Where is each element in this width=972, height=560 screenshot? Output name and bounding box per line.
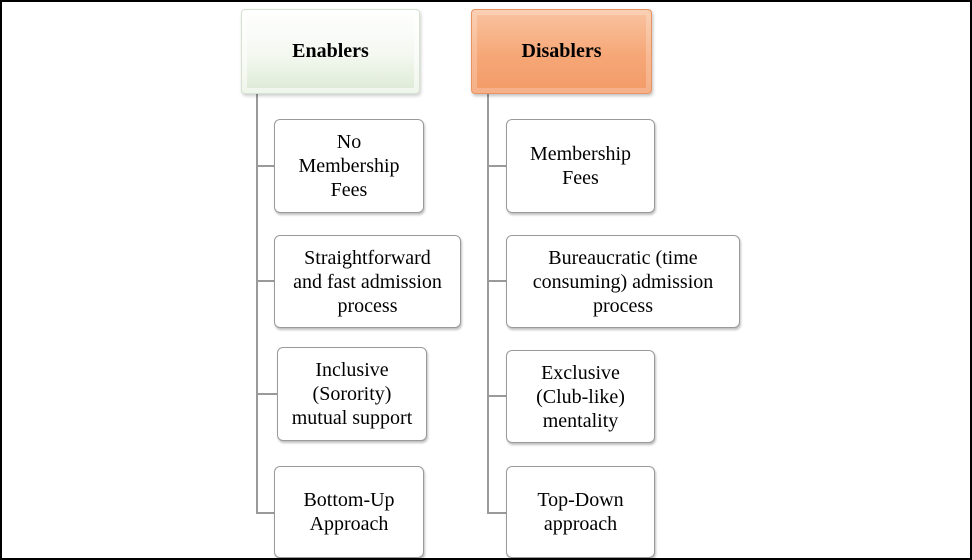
disablers-branch-line	[487, 512, 506, 514]
box-text-line: (Club-like)	[536, 385, 625, 408]
box-text-line: (Sorority)	[312, 383, 392, 405]
box-text-line: Membership	[298, 155, 400, 177]
box-text-line: process	[593, 294, 653, 317]
enablers-branch-line	[256, 280, 274, 282]
box-text-line: consuming) admission	[532, 270, 714, 293]
enablers-trunk-line	[256, 94, 258, 514]
enabler-box-straightforward-admission: Straightforward and fast admission proce…	[274, 235, 461, 328]
enablers-title: Enablers	[292, 40, 369, 62]
disablers-title: Disablers	[521, 40, 602, 62]
disabler-box-bureaucratic-admission: Bureaucratic (time consuming) admission …	[506, 235, 740, 328]
box-text-line: Bottom-Up	[303, 489, 395, 511]
disabler-box-top-down-approach: Top-Down approach	[506, 466, 655, 558]
disablers-header: Disablers	[471, 9, 652, 94]
enablers-branch-line	[256, 393, 277, 395]
enabler-box-no-membership-fees: No Membership Fees	[274, 119, 424, 213]
box-text-line: Approach	[309, 513, 389, 535]
disablers-trunk-line	[487, 94, 489, 514]
box-text-line: process	[337, 294, 398, 317]
box-text-line: Bureaucratic (time	[548, 246, 698, 269]
disablers-branch-line	[487, 280, 506, 282]
box-text-line: Fees	[330, 179, 368, 201]
enablers-branch-line	[256, 512, 274, 514]
box-text-line: Fees	[562, 167, 599, 189]
box-text-line: Top-Down	[537, 489, 624, 511]
enablers-branch-line	[256, 165, 274, 167]
box-text-line: Membership	[529, 143, 632, 165]
box-text-line: No	[336, 131, 362, 153]
box-text-line: Exclusive	[541, 361, 620, 384]
disablers-branch-line	[487, 165, 506, 167]
box-text-line: mentality	[542, 409, 619, 432]
box-text-line: Inclusive	[315, 359, 389, 381]
enabler-box-bottom-up-approach: Bottom-Up Approach	[274, 466, 424, 558]
disablers-branch-line	[487, 395, 506, 397]
enablers-header: Enablers	[241, 9, 420, 94]
box-text-line: and fast admission	[293, 270, 442, 293]
box-text-line: mutual support	[291, 407, 413, 429]
box-text-line: Straightforward	[304, 246, 431, 269]
disabler-box-membership-fees: Membership Fees	[506, 119, 655, 213]
disabler-box-exclusive-mentality: Exclusive (Club-like) mentality	[506, 350, 655, 443]
enabler-box-inclusive-support: Inclusive (Sorority) mutual support	[277, 347, 427, 441]
box-text-line: approach	[543, 513, 618, 535]
